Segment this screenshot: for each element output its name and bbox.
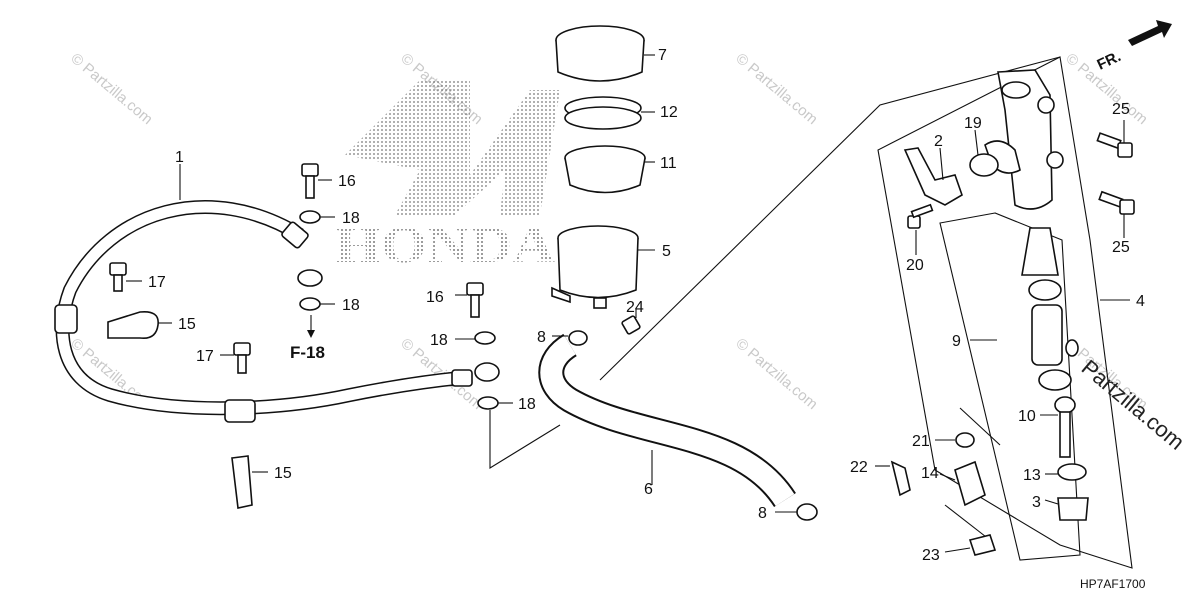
reservoir-cap xyxy=(555,25,645,82)
callout-7: 7 xyxy=(658,47,667,64)
callout-11: 11 xyxy=(660,155,677,172)
callout-17: 17 xyxy=(196,348,214,365)
callout-6: 6 xyxy=(644,481,653,498)
leader-lines xyxy=(126,54,1130,553)
hose-clamp xyxy=(107,310,253,509)
callout-5: 5 xyxy=(662,243,671,260)
diagram-code: HP7AF1700 xyxy=(1080,577,1146,591)
bolts xyxy=(109,163,641,374)
callout-22: 22 xyxy=(850,459,868,476)
callout-8: 8 xyxy=(758,505,767,522)
callout-2: 2 xyxy=(934,133,943,150)
honda-logo: HONDA xyxy=(335,80,560,274)
callout-20: 20 xyxy=(906,257,924,274)
honda-logo-text: HONDA xyxy=(335,217,555,274)
push-rod xyxy=(1054,396,1076,458)
reservoir-diaphragm xyxy=(564,145,646,194)
front-direction-label: FR. xyxy=(1095,48,1124,74)
sealing-washers xyxy=(297,210,500,410)
callout-21: 21 xyxy=(912,433,930,450)
callout-8: 8 xyxy=(537,329,546,346)
callout-24: 24 xyxy=(626,299,644,316)
reference-arrow xyxy=(307,315,315,338)
site-mark: Partzilla.com xyxy=(1077,355,1190,455)
brake-hose-inner xyxy=(57,201,461,414)
callout-18: 18 xyxy=(342,210,360,227)
callout-1: 1 xyxy=(175,149,184,166)
callout-14: 14 xyxy=(921,465,939,482)
cylinder-bolts xyxy=(1096,132,1135,215)
front-direction-arrow xyxy=(1128,20,1172,46)
callout-19: 19 xyxy=(964,115,982,132)
callout-25: 25 xyxy=(1112,101,1130,118)
assembly-frame-outer xyxy=(877,56,1133,569)
callout-25: 25 xyxy=(1112,239,1130,256)
callout-13: 13 xyxy=(1023,467,1041,484)
reference-label: F-18 xyxy=(290,343,325,362)
callout-9: 9 xyxy=(952,333,961,350)
callout-16: 16 xyxy=(426,289,444,306)
brake-hose xyxy=(54,200,473,423)
callout-3: 3 xyxy=(1032,494,1041,511)
callout-17: 17 xyxy=(148,274,166,291)
callout-16: 16 xyxy=(338,173,356,190)
reservoir-plate xyxy=(564,96,642,130)
watermark: © Partzilla.com xyxy=(732,335,820,413)
watermark: © Partzilla.com xyxy=(67,50,155,128)
hose-clip xyxy=(568,330,818,521)
push-rod-joint xyxy=(890,432,997,556)
piston-set xyxy=(1021,227,1079,391)
callout-12: 12 xyxy=(660,104,678,121)
callouts: 1 2 3 4 5 6 7 8 8 9 10 11 12 13 14 15 15… xyxy=(148,47,1145,564)
assembly-frames xyxy=(489,56,1133,569)
reservoir-hose xyxy=(538,333,796,508)
callout-18: 18 xyxy=(518,396,536,413)
boot xyxy=(1057,463,1089,521)
callout-23: 23 xyxy=(922,547,940,564)
callout-4: 4 xyxy=(1136,293,1145,310)
callout-10: 10 xyxy=(1018,408,1036,425)
inlet-joint xyxy=(903,147,999,229)
callout-15: 15 xyxy=(274,465,292,482)
callout-15: 15 xyxy=(178,316,196,333)
master-cylinder xyxy=(984,69,1064,210)
callout-18: 18 xyxy=(342,297,360,314)
watermark: © Partzilla.com xyxy=(732,50,820,128)
callout-18: 18 xyxy=(430,332,448,349)
reservoir-tank xyxy=(551,225,639,309)
